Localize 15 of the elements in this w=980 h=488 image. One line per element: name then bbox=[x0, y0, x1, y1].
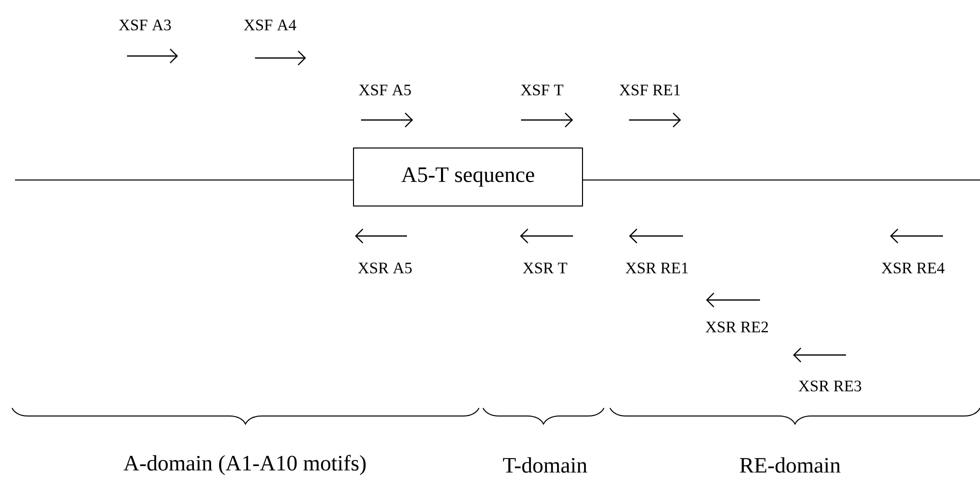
domain-label: A-domain (A1-A10 motifs) bbox=[124, 454, 366, 476]
primer-label: XSR RE4 bbox=[882, 262, 945, 274]
primer-label: XSF T bbox=[520, 84, 564, 96]
primer-label: XSR T bbox=[522, 262, 568, 274]
domain-label: T-domain bbox=[503, 457, 588, 473]
primer-label: XSR A5 bbox=[358, 262, 412, 274]
primer-label: XSR RE1 bbox=[626, 262, 688, 274]
primer-label: XSR RE2 bbox=[706, 322, 768, 332]
primer-label: XSF A5 bbox=[358, 84, 411, 96]
primer-label: XSF A4 bbox=[244, 20, 296, 30]
primer-label: XSF A3 bbox=[118, 20, 171, 30]
sequence-box: A5-T sequence bbox=[353, 148, 583, 206]
primer-label: XSR RE3 bbox=[798, 380, 862, 392]
domain-label: RE-domain bbox=[740, 457, 840, 473]
primer-label: XSF RE1 bbox=[619, 84, 680, 96]
